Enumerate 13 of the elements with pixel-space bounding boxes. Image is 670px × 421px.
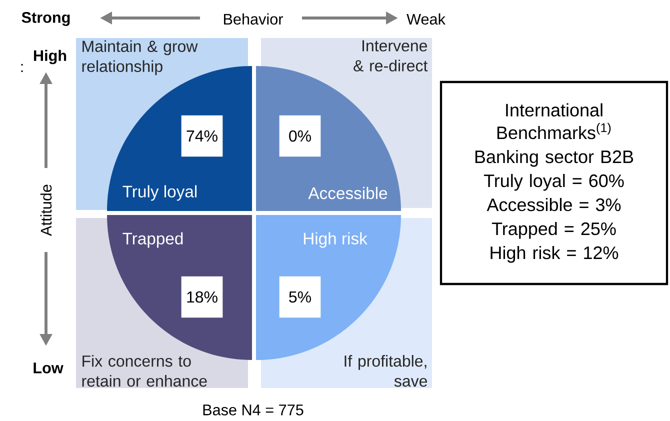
axis-label: Strong [22, 12, 70, 26]
percentage-box: 0% [279, 115, 321, 157]
axis-label: High [34, 50, 66, 64]
axis-label: Low [34, 362, 64, 374]
percentage-box: 74% [181, 115, 223, 157]
axis-title: Behavior [224, 13, 283, 25]
axis-label: Weak [406, 13, 446, 25]
axis-title: Attitude [40, 184, 52, 236]
base-note: Base N4 = 775 [203, 404, 304, 416]
percentage-box: 18% [181, 276, 223, 318]
colon-mark: : [21, 64, 23, 72]
percentage-box: 5% [279, 276, 321, 318]
benchmark-box: International Benchmarks$^{(1)}$ Banking sector B2B Truly loyal = 60% Accessible = 3% Trapped = 25% High risk = 12% [440, 80, 668, 286]
